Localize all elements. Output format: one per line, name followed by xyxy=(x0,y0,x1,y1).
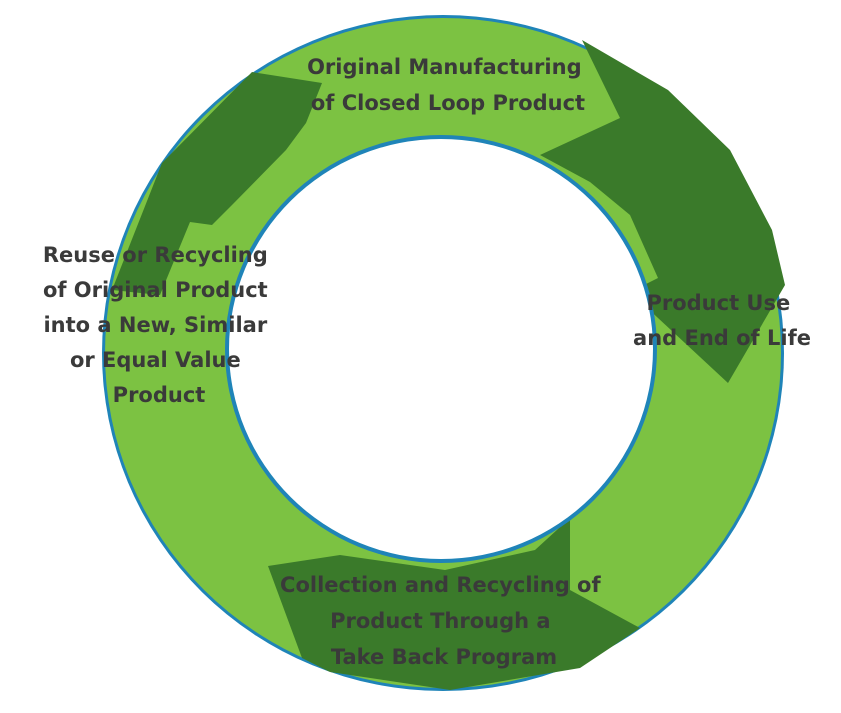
label-reuse-line-4: or Equal Value xyxy=(70,348,241,372)
ring-center xyxy=(229,139,653,559)
label-use-line-2: and End of Life xyxy=(633,326,811,350)
label-use: Product Use and End of Life xyxy=(633,291,811,350)
label-collection-line-3: Take Back Program xyxy=(331,645,557,669)
label-use-line-1: Product Use xyxy=(646,291,790,315)
label-collection-line-1: Collection and Recycling of xyxy=(280,573,601,597)
arrow-segment-reuse xyxy=(112,72,322,295)
label-reuse-line-1: Reuse or Recycling xyxy=(43,243,268,267)
label-collection-line-2: Product Through a xyxy=(330,609,550,633)
label-reuse-line-2: of Original Product xyxy=(43,278,268,302)
arrow-segment-manufacturing xyxy=(540,40,785,383)
label-reuse-line-5: Product xyxy=(113,383,206,407)
label-manufacturing-line-1: Original Manufacturing xyxy=(307,55,582,79)
label-collection: Collection and Recycling of Product Thro… xyxy=(280,573,608,669)
label-manufacturing: Original Manufacturing of Closed Loop Pr… xyxy=(307,55,589,115)
label-reuse: Reuse or Recycling of Original Product i… xyxy=(43,243,275,407)
arrow-segment-collection xyxy=(268,518,640,690)
label-manufacturing-line-2: of Closed Loop Product xyxy=(311,91,585,115)
label-reuse-line-3: into a New, Similar xyxy=(43,313,267,337)
